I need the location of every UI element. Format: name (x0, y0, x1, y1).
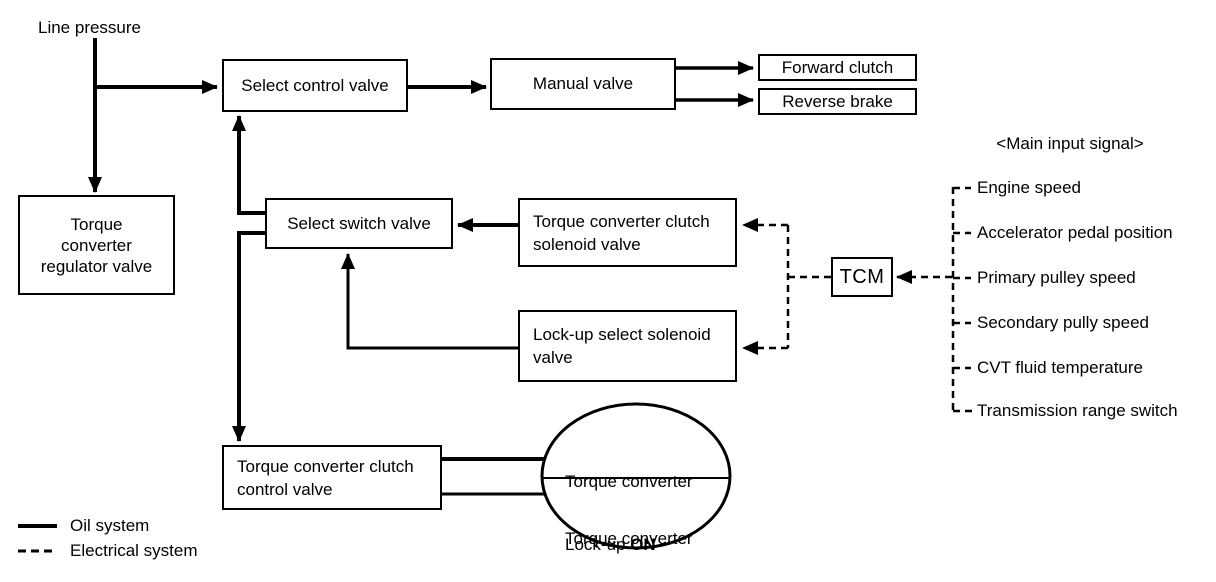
select-switch-valve-box: Select switch valve (265, 198, 453, 249)
forward-clutch-box: Forward clutch (758, 54, 917, 81)
lockup-on-line2: Lock-up ON (565, 534, 693, 555)
select-switch-to-clutch-control-arrow (232, 231, 265, 442)
reverse-brake-box: Reverse brake (758, 88, 917, 115)
select-control-valve-box: Select control valve (222, 59, 408, 112)
line-pressure-label: Line pressure (38, 18, 142, 37)
lockup-on-line1: Torque converter (565, 472, 693, 491)
signal-accelerator-pedal-position: Accelerator pedal position (977, 223, 1173, 242)
lockup-solenoid-to-select-switch-arrow (341, 253, 518, 350)
signal-secondary-pully-speed: Secondary pully speed (977, 313, 1150, 332)
lockup-on-prefix: Lock-up (565, 535, 631, 554)
main-input-signal-title: <Main input signal> (996, 134, 1144, 153)
signal-transmission-range-switch: Transmission range switch (977, 401, 1178, 420)
signal-primary-pulley-speed: Primary pulley speed (977, 268, 1136, 287)
torque-converter-clutch-control-valve-box: Torque converter clutch control valve (222, 445, 442, 510)
signal-engine-speed: Engine speed (977, 178, 1081, 197)
select-switch-to-select-control-arrow (232, 115, 265, 215)
lockup-select-solenoid-valve-box: Lock-up select solenoid valve (518, 310, 737, 382)
signal-cvt-fluid-temperature: CVT fluid temperature (977, 358, 1143, 377)
lockup-on-state: ON (630, 535, 656, 554)
lockup-off-text: Torque converter Lock-up OFF (565, 486, 693, 582)
lockup-off-line1: Torque converter (565, 529, 693, 548)
lockup-on-text: Torque converter Lock-up ON (565, 429, 693, 582)
legend-oil-label: Oil system (70, 516, 150, 535)
manual-valve-box: Manual valve (490, 58, 676, 110)
torque-converter-regulator-valve-box: Torque converter regulator valve (18, 195, 175, 295)
tcm-box: TCM (831, 257, 893, 297)
legend-electrical-label: Electrical system (70, 541, 198, 560)
torque-converter-clutch-solenoid-valve-box: Torque converter clutch solenoid valve (518, 198, 737, 267)
electrical-lines (742, 186, 973, 413)
lockup-state-ellipse (540, 402, 732, 550)
